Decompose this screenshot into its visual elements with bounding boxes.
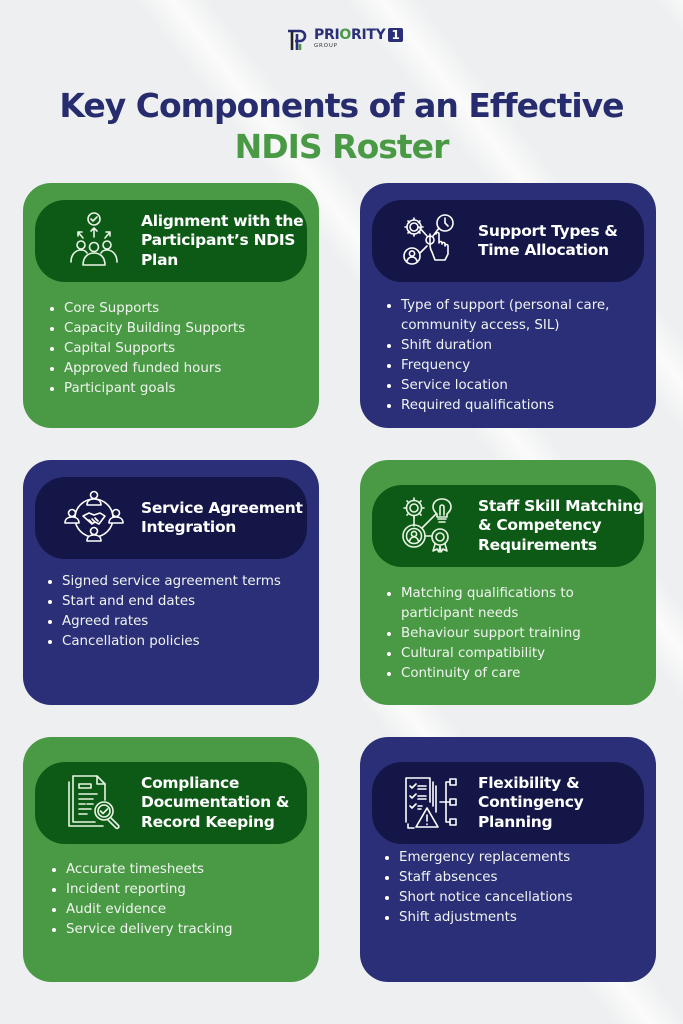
list-item: Frequency — [384, 356, 642, 376]
card-support-types: Support Types & Time Allocation Type of … — [360, 183, 656, 428]
brand-name-prefix: PRI — [314, 27, 340, 44]
card-title: Flexibility & Contingency Planning — [478, 773, 584, 831]
list-item: Audit evidence — [49, 900, 305, 920]
page-title-line-1: Key Components of an Effective — [59, 86, 624, 125]
card-flexibility-contingency: Flexibility & Contingency Planning Emerg… — [360, 737, 656, 982]
list-item: Shift duration — [384, 336, 642, 356]
list-item: Service location — [384, 376, 642, 396]
brand-number-badge: 1 — [388, 28, 403, 43]
card-staff-skill-matching: Staff Skill Matching & Competency Requir… — [360, 460, 656, 705]
list-item: Accurate timesheets — [49, 860, 305, 880]
brand-name-o: O — [339, 27, 351, 44]
card-header: Support Types & Time Allocation — [372, 200, 644, 282]
list-item: Continuity of care — [384, 664, 642, 684]
participants-plan-icon — [63, 210, 125, 272]
list-item: Shift adjustments — [382, 908, 642, 928]
card-plan-alignment: Alignment with the Participant’s NDIS Pl… — [23, 183, 319, 428]
list-item: Core Supports — [47, 299, 305, 319]
page-title-line-2: NDIS Roster — [234, 127, 450, 166]
card-bullet-list: Type of support (personal care, communit… — [384, 296, 642, 416]
priority-logo-mark-icon — [288, 29, 307, 50]
skill-competency-icon — [400, 495, 462, 557]
list-item: Emergency replacements — [382, 848, 642, 868]
brand-subtitle: GROUP — [314, 43, 338, 50]
list-item: Capacity Building Supports — [47, 319, 305, 339]
list-item: Short notice cancellations — [382, 888, 642, 908]
list-item: Behaviour support training — [384, 624, 642, 644]
document-search-icon — [63, 772, 125, 834]
card-header: Flexibility & Contingency Planning — [372, 762, 644, 844]
list-item: Staff absences — [382, 868, 642, 888]
card-bullet-list: Matching qualifications to participant n… — [384, 584, 642, 684]
list-item: Participant goals — [47, 379, 305, 399]
card-title: Service Agreement Integration — [141, 498, 303, 537]
support-time-icon — [400, 210, 462, 272]
list-item: Incident reporting — [49, 880, 305, 900]
brand-name-suffix: RITY — [350, 27, 386, 44]
list-item: Approved funded hours — [47, 359, 305, 379]
list-item: Matching qualifications to participant n… — [384, 584, 642, 624]
card-header: Compliance Documentation & Record Keepin… — [35, 762, 307, 844]
card-bullet-list: Core Supports Capacity Building Supports… — [47, 299, 305, 399]
card-header: Staff Skill Matching & Competency Requir… — [372, 485, 644, 567]
card-title: Support Types & Time Allocation — [478, 221, 618, 260]
card-service-agreement: Service Agreement Integration Signed ser… — [23, 460, 319, 705]
list-item: Cultural compatibility — [384, 644, 642, 664]
checklist-warning-icon — [400, 772, 462, 834]
list-item: Service delivery tracking — [49, 920, 305, 940]
card-bullet-list: Accurate timesheets Incident reporting A… — [49, 860, 305, 940]
list-item: Agreed rates — [45, 612, 305, 632]
card-bullet-list: Signed service agreement terms Start and… — [45, 572, 305, 652]
list-item: Required qualifications — [384, 396, 642, 416]
card-bullet-list: Emergency replacements Staff absences Sh… — [382, 848, 642, 928]
card-title: Compliance Documentation & Record Keepin… — [141, 773, 290, 831]
list-item: Start and end dates — [45, 592, 305, 612]
list-item: Capital Supports — [47, 339, 305, 359]
card-title: Staff Skill Matching & Competency Requir… — [478, 496, 644, 554]
card-title: Alignment with the Participant’s NDIS Pl… — [141, 211, 304, 269]
list-item: Type of support (personal care, communit… — [384, 296, 642, 336]
list-item: Signed service agreement terms — [45, 572, 305, 592]
card-compliance-documentation: Compliance Documentation & Record Keepin… — [23, 737, 319, 982]
card-header: Alignment with the Participant’s NDIS Pl… — [35, 200, 307, 282]
handshake-network-icon — [63, 487, 125, 549]
list-item: Cancellation policies — [45, 632, 305, 652]
card-header: Service Agreement Integration — [35, 477, 307, 559]
